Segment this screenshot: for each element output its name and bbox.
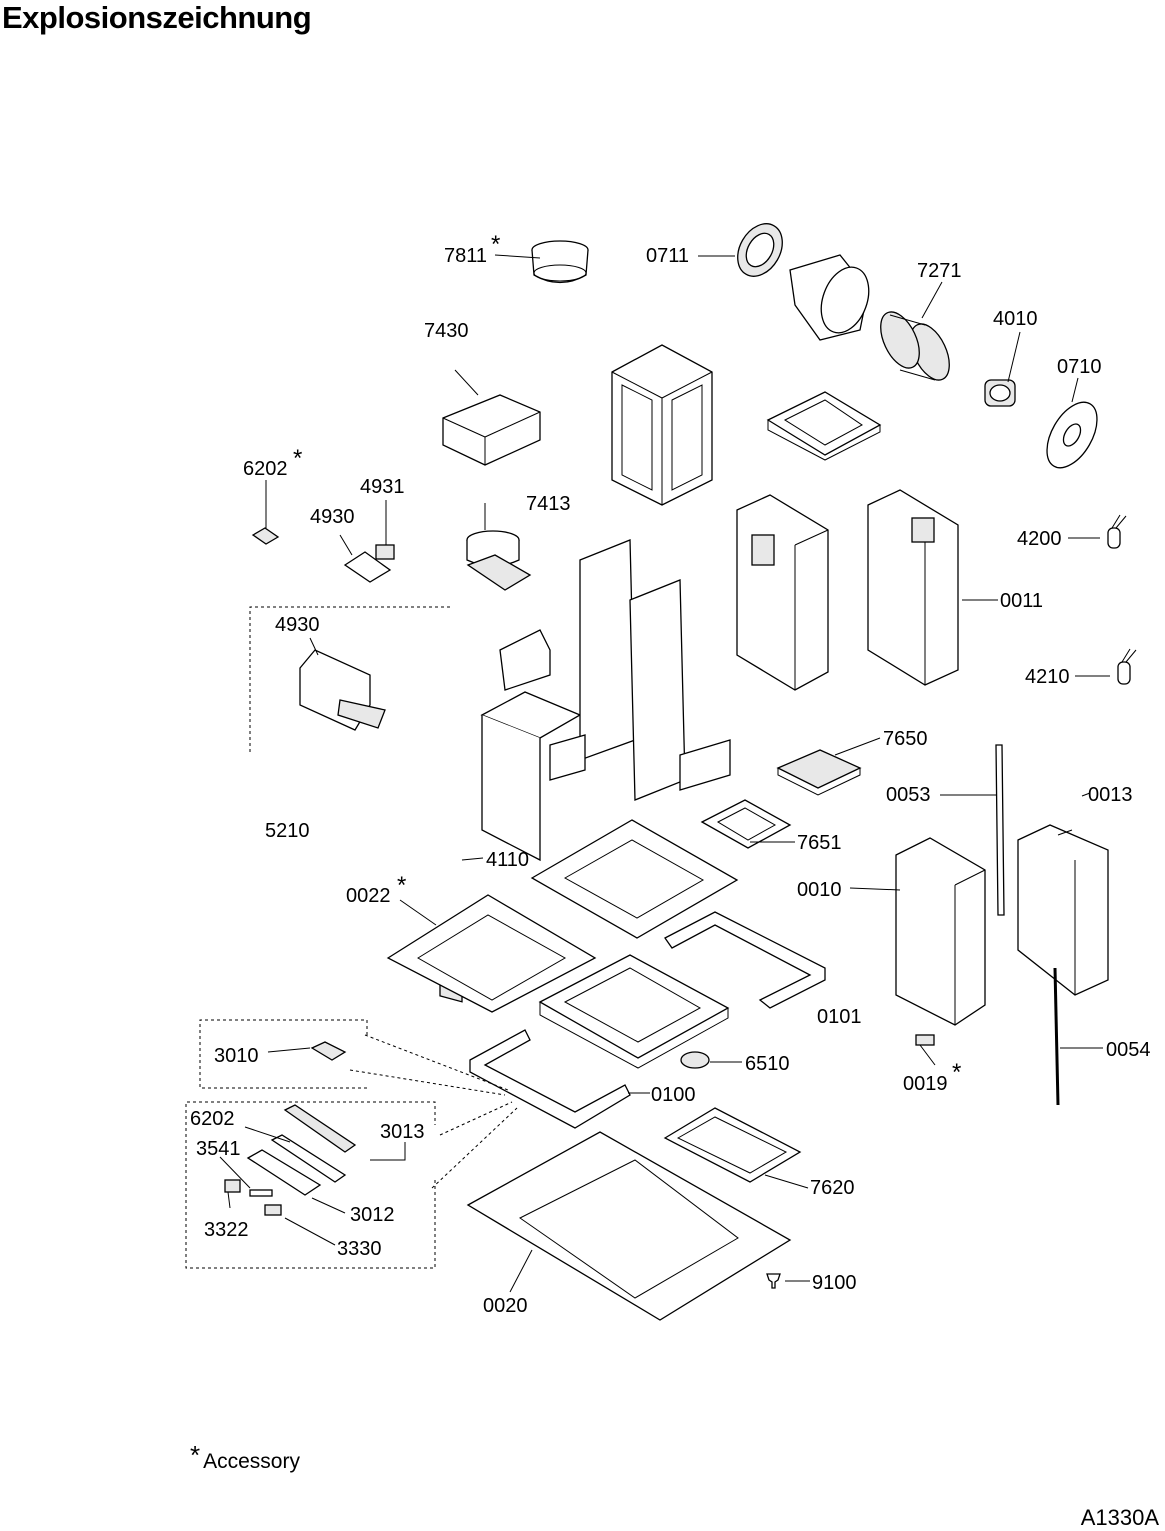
part-0010-chimney-lower-front <box>895 837 986 1026</box>
part-0022-glass-panels <box>386 819 739 1013</box>
label-7271: 7271 <box>917 260 962 282</box>
label-4210: 4210 <box>1025 666 1070 688</box>
part-0711-grille <box>737 223 783 277</box>
part-4200-4210-capacitors <box>1107 527 1131 685</box>
asterisk-0019: * <box>952 1059 961 1086</box>
part-frame-cage <box>611 344 713 506</box>
part-0013-chimney-lower-back <box>1017 824 1109 996</box>
label-3013: 3013 <box>380 1121 425 1143</box>
part-7620-filter <box>663 1107 802 1183</box>
footnote-text: Accessory <box>203 1450 300 1473</box>
part-6202-switch <box>251 527 280 545</box>
label-0020: 0020 <box>483 1295 528 1317</box>
label-0022: 0022 <box>346 885 391 907</box>
part-4930-4931-electronics <box>343 544 395 583</box>
label-4200: 4200 <box>1017 528 1062 550</box>
label-7811: 7811 <box>444 245 487 267</box>
label-7650: 7650 <box>883 728 928 750</box>
part-0053-strip <box>995 744 1005 916</box>
part-7650-filter-pad <box>776 749 862 796</box>
label-0011: 0011 <box>1000 590 1043 612</box>
part-7811-ring <box>531 240 589 284</box>
label-4110: 4110 <box>486 849 529 871</box>
part-7651-grease-filter <box>700 799 792 849</box>
label-4930-board: 4930 <box>275 614 320 636</box>
label-4010: 4010 <box>993 308 1038 330</box>
label-0101: 0101 <box>817 1006 862 1028</box>
part-3010-switch <box>310 1041 347 1061</box>
label-6510: 6510 <box>745 1053 790 1075</box>
asterisk-7811: * <box>491 231 500 258</box>
part-top-frame <box>766 391 882 461</box>
part-4010-motor <box>984 379 1016 407</box>
label-0010: 0010 <box>797 879 842 901</box>
part-6510-grommet <box>680 1051 710 1069</box>
label-7430: 7430 <box>424 320 469 342</box>
part-3012-3013-control-panel <box>224 1104 357 1216</box>
part-5210-inner-panels <box>480 539 731 862</box>
part-0020-glass-canopy <box>466 1131 792 1321</box>
part-0710-plate <box>1046 401 1098 469</box>
asterisk-0022: * <box>397 872 406 899</box>
label-6202-lower: 6202 <box>190 1108 235 1130</box>
footnote-accessory: *Accessory <box>190 1440 300 1474</box>
part-fan-housing <box>789 254 870 341</box>
page-title: Explosionszeichnung <box>2 0 312 35</box>
part-hood-base <box>538 954 730 1069</box>
label-3541: 3541 <box>196 1138 241 1160</box>
label-3012: 3012 <box>350 1204 395 1226</box>
label-3330: 3330 <box>337 1238 382 1260</box>
part-0101-frame <box>664 911 826 1009</box>
footnote-asterisk: * <box>190 1440 201 1470</box>
label-4931: 4931 <box>360 476 405 498</box>
part-7430-duct-box <box>442 394 541 466</box>
part-7413-flange <box>466 530 532 591</box>
label-4930-small: 4930 <box>310 506 355 528</box>
label-0053: 0053 <box>886 784 931 806</box>
label-0711: 0711 <box>646 245 689 267</box>
dashed-box-3012 <box>185 1101 518 1269</box>
label-7651: 7651 <box>797 832 842 854</box>
asterisk-6202: * <box>293 445 302 472</box>
part-7271-blower-wheel <box>880 311 950 381</box>
label-3010: 3010 <box>214 1045 259 1067</box>
part-0019-tag <box>915 1034 935 1046</box>
part-9100-screw <box>766 1273 781 1289</box>
dashed-box-5210 <box>249 606 450 752</box>
part-4930-control-board <box>299 649 386 731</box>
label-9100: 9100 <box>812 1272 857 1294</box>
label-0100: 0100 <box>651 1084 696 1106</box>
label-0710: 0710 <box>1057 356 1102 378</box>
label-0013: 0013 <box>1088 784 1133 806</box>
leader-lines <box>219 254 1137 1293</box>
label-7413: 7413 <box>526 493 571 515</box>
part-0100-front-frame <box>469 1029 631 1129</box>
dashed-box-3010 <box>199 1019 509 1096</box>
label-0019: 0019 <box>903 1073 948 1095</box>
part-0011-chimney-upper <box>736 489 959 691</box>
label-3322: 3322 <box>204 1219 249 1241</box>
label-7620: 7620 <box>810 1177 855 1199</box>
drawing-code: A1330A <box>1080 1505 1159 1530</box>
label-5210: 5210 <box>265 820 310 842</box>
part-0054-rod <box>1053 967 1060 1106</box>
label-0054: 0054 <box>1106 1039 1151 1061</box>
label-6202-upper: 6202 <box>243 458 288 480</box>
